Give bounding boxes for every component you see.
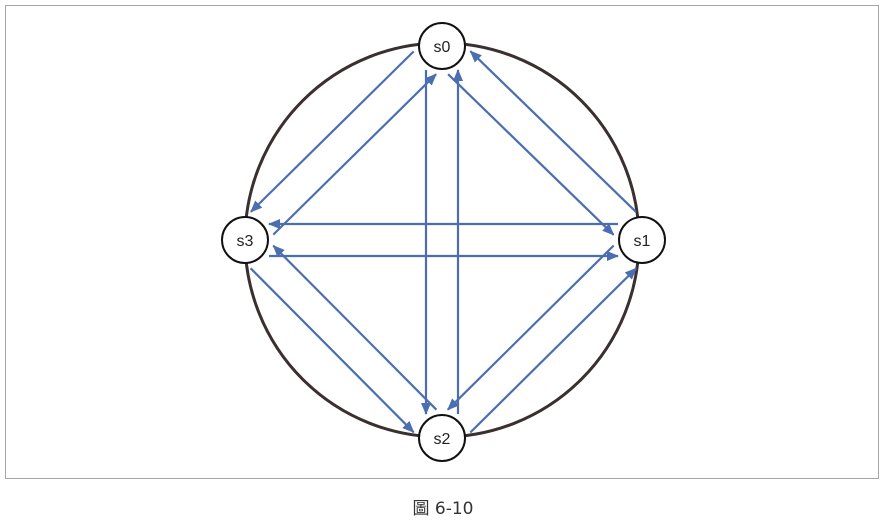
edge-s1-to-s2 <box>447 244 615 411</box>
edge-s0-to-s1 <box>447 73 615 236</box>
node-s2: s2 <box>418 414 466 462</box>
node-label: s0 <box>434 39 451 56</box>
edge-s2-to-s1 <box>469 267 637 434</box>
edges-layer <box>249 50 637 434</box>
nodes-layer: s0 s1 s2 s3 <box>221 22 666 462</box>
edge-s3-to-s0 <box>272 73 437 236</box>
node-s3: s3 <box>221 216 269 264</box>
node-s1: s1 <box>618 216 666 264</box>
node-label: s1 <box>634 233 651 250</box>
node-circle <box>221 216 269 264</box>
edge-s1-to-s0 <box>469 50 637 213</box>
node-circle <box>418 414 466 462</box>
node-circle <box>418 22 466 70</box>
diagram-frame <box>5 5 879 479</box>
node-label: s2 <box>434 431 451 448</box>
edge-s3-to-s2 <box>249 267 415 434</box>
node-circle <box>618 216 666 264</box>
node-label: s3 <box>237 233 254 250</box>
edge-s0-to-s3 <box>250 50 415 213</box>
figure-caption: 圖 6-10 <box>412 499 474 519</box>
ring-circle <box>243 41 641 439</box>
edge-s2-to-s3 <box>272 244 438 411</box>
node-s0: s0 <box>418 22 466 70</box>
